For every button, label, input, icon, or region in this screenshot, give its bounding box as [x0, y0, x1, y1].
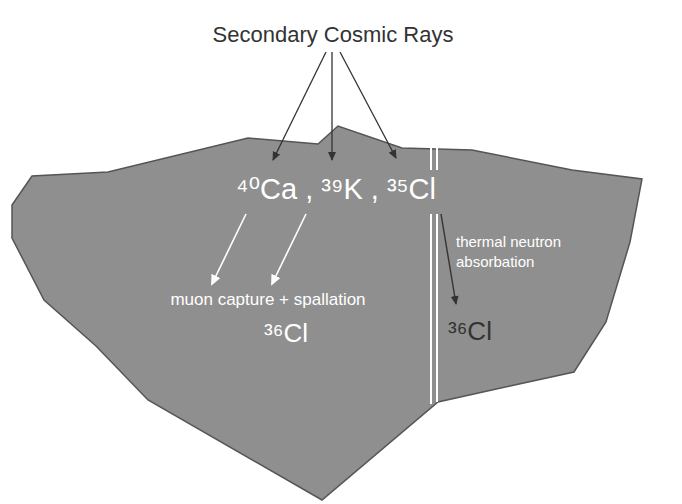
- process-note: thermal neutron absorbation: [456, 232, 606, 273]
- isotope-list: ⁴⁰Ca , ³⁹K , ³⁵Cl: [236, 172, 436, 206]
- neutron-arrow: [441, 214, 456, 304]
- isotope-label: ³⁶Cl: [264, 318, 308, 349]
- diagram-title: Secondary Cosmic Rays: [213, 22, 454, 48]
- rock-outline: [12, 126, 642, 500]
- cosmic-ray-arrows: [273, 52, 396, 160]
- production-arrows: [212, 214, 306, 284]
- isotope-label: ³⁶Cl: [448, 316, 492, 347]
- process-note: muon capture + spallation: [170, 290, 365, 310]
